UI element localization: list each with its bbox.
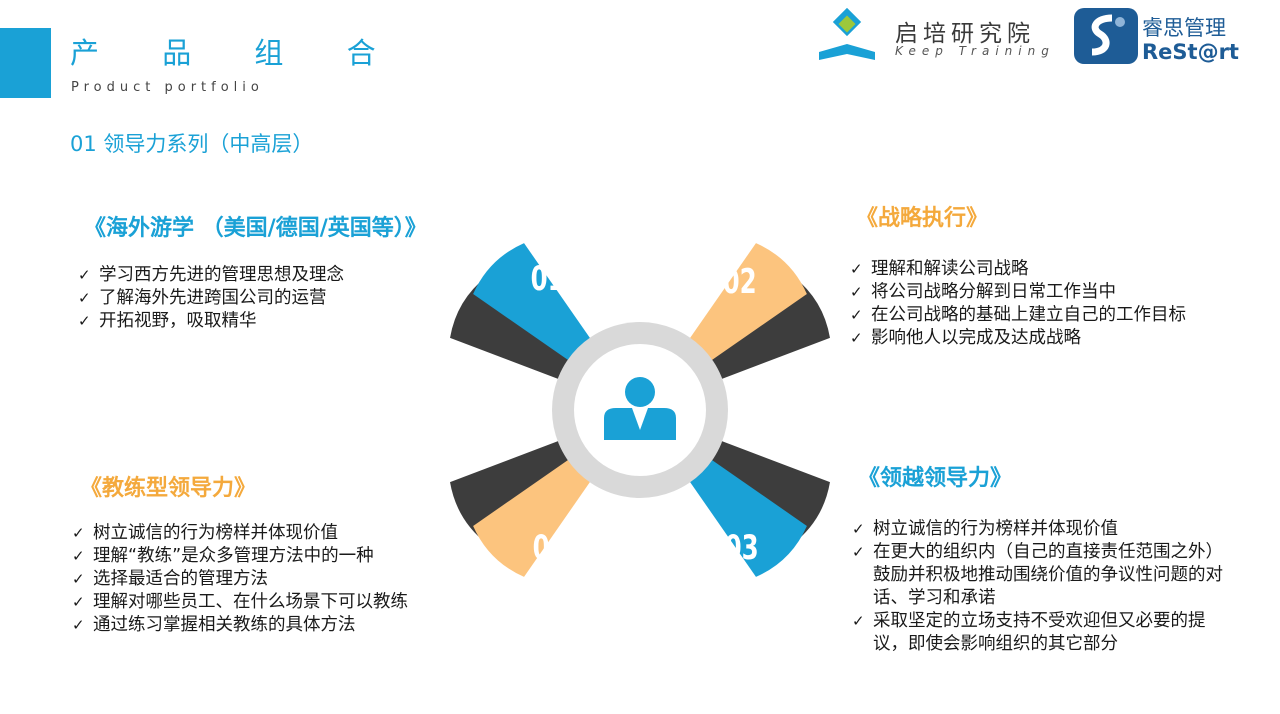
list-item: 在更大的组织内（自己的直接责任范围之外）鼓励并积极地推动围绕价值的争议性问题的对…	[850, 541, 1230, 610]
list-item: 将公司战略分解到日常工作当中	[848, 281, 1248, 304]
list-item: 影响他人以完成及达成战略	[848, 327, 1248, 350]
overseas-study-title: 《海外游学 （美国/德国/英国等）》	[84, 216, 427, 241]
keep-training-logo-icon	[819, 7, 875, 60]
strategy-execution-list: 理解和解读公司战略 将公司战略分解到日常工作当中 在公司战略的基础上建立自己的工…	[848, 258, 1248, 350]
coaching-leadership-title: 《教练型领导力》	[80, 476, 257, 501]
restart-logo: 睿思管理 ReSt@rt	[1072, 6, 1272, 68]
leadership-challenge-list: 树立诚信的行为榜样并体现价值 在更大的组织内（自己的直接责任范围之外）鼓励并积极…	[850, 518, 1230, 656]
section-heading: 01 领导力系列（中高层）	[70, 132, 314, 156]
petal-number-01: 01	[530, 259, 565, 299]
list-item: 通过练习掌握相关教练的具体方法	[70, 614, 490, 637]
list-item: 了解海外先进跨国公司的运营	[76, 287, 456, 310]
keep-training-name: 启培研究院	[895, 21, 1035, 47]
restart-logo-icon	[1074, 8, 1138, 64]
page-subtitle: Product portfolio	[71, 80, 264, 95]
person-icon	[604, 377, 676, 440]
list-item: 树立诚信的行为榜样并体现价值	[850, 518, 1230, 541]
overseas-study-list: 学习西方先进的管理思想及理念 了解海外先进跨国公司的运营 开拓视野，吸取精华	[76, 264, 456, 333]
portfolio-x-graphic	[450, 243, 830, 577]
page-title: 产 品 组 合	[70, 36, 403, 70]
list-item: 采取坚定的立场支持不受欢迎但又必要的提议，即使会影响组织的其它部分	[850, 610, 1230, 656]
strategy-execution-title: 《战略执行》	[856, 206, 989, 231]
title-accent-bar	[0, 28, 51, 98]
keep-training-logo: 启培研究院 Keep Training	[815, 7, 1065, 66]
list-item: 理解对哪些员工、在什么场景下可以教练	[70, 591, 490, 614]
list-item: 树立诚信的行为榜样并体现价值	[70, 522, 490, 545]
petal-number-03: 03	[724, 528, 759, 568]
list-item: 开拓视野，吸取精华	[76, 310, 456, 333]
list-item: 在公司战略的基础上建立自己的工作目标	[848, 304, 1248, 327]
restart-english: ReSt@rt	[1142, 40, 1239, 64]
list-item: 理解“教练”是众多管理方法中的一种	[70, 545, 490, 568]
list-item: 理解和解读公司战略	[848, 258, 1248, 281]
keep-training-english: Keep Training	[895, 44, 1055, 58]
coaching-leadership-list: 树立诚信的行为榜样并体现价值 理解“教练”是众多管理方法中的一种 选择最适合的管…	[70, 522, 490, 637]
list-item: 选择最适合的管理方法	[70, 568, 490, 591]
petal-number-02: 02	[722, 262, 757, 302]
restart-name: 睿思管理	[1142, 16, 1226, 40]
list-item: 学习西方先进的管理思想及理念	[76, 264, 456, 287]
leadership-challenge-title: 《领越领导力》	[858, 466, 1013, 491]
petal-number-04: 04	[532, 528, 567, 568]
